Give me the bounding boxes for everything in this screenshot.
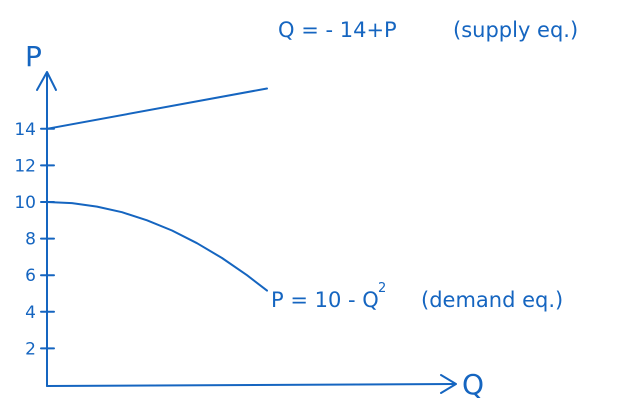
x-axis-arrowhead bbox=[440, 374, 457, 394]
supply-line bbox=[46, 87, 268, 130]
x-axis-label: Q bbox=[462, 368, 484, 401]
y-tick-label-10: 10 bbox=[14, 193, 36, 213]
y-tick-label-4: 4 bbox=[25, 303, 36, 323]
x-axis-line bbox=[46, 383, 456, 387]
y-tick-label-12: 12 bbox=[14, 156, 36, 176]
demand-curve bbox=[46, 201, 268, 292]
y-tick-label-8: 8 bbox=[25, 230, 36, 250]
y-tick-label-6: 6 bbox=[25, 266, 36, 286]
y-tick-label-2: 2 bbox=[25, 339, 36, 359]
demand-note: (demand eq.) bbox=[421, 288, 563, 312]
y-axis-label: P bbox=[25, 40, 42, 73]
y-axis-arrowhead bbox=[36, 71, 57, 91]
supply-equation: Q = - 14+P bbox=[278, 18, 397, 42]
demand-equation: P = 10 - Q bbox=[271, 288, 379, 312]
y-ticks: 14 12 10 8 6 4 2 bbox=[14, 120, 55, 359]
y-tick-label-14: 14 bbox=[14, 120, 36, 140]
supply-note: (supply eq.) bbox=[453, 18, 578, 42]
demand-equation-exponent: 2 bbox=[378, 281, 386, 296]
axes bbox=[36, 71, 457, 394]
